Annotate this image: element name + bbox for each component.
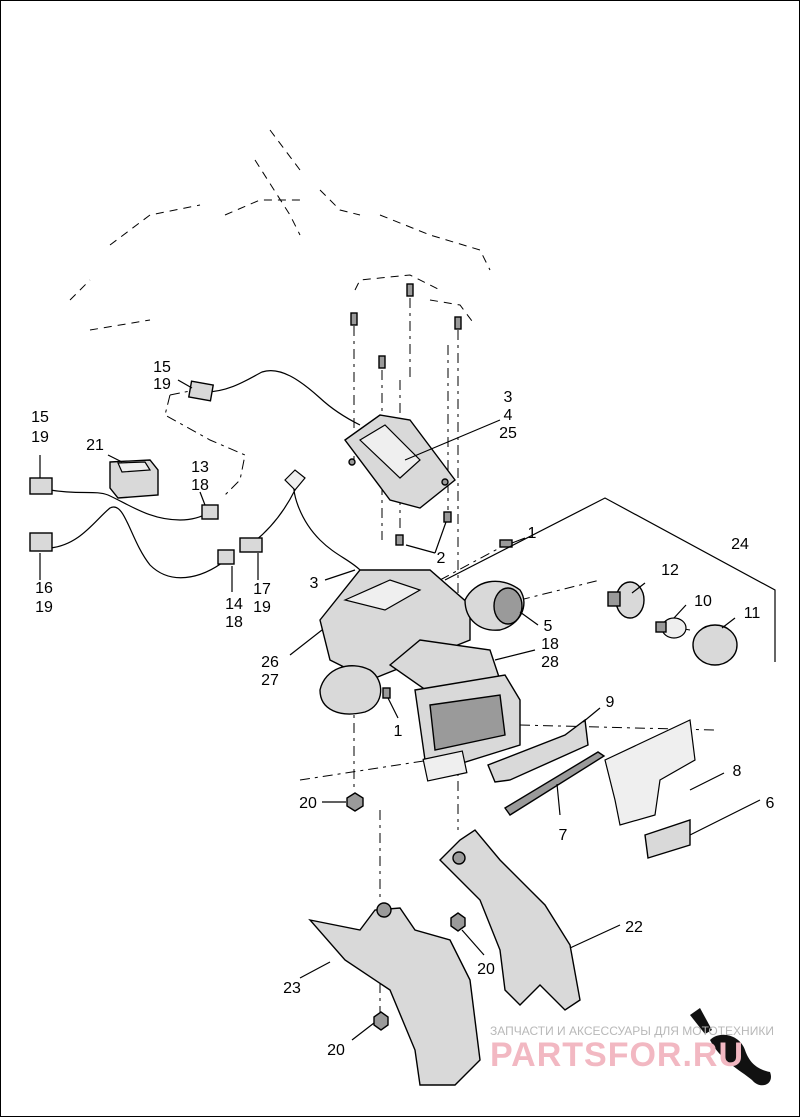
callout-18: 18 bbox=[541, 636, 559, 653]
callout-20: 20 bbox=[327, 1042, 345, 1059]
callout-labels: 15 19 15 19 21 13 18 16 19 14 18 17 19 3… bbox=[31, 359, 774, 1059]
callout-17: 17 bbox=[253, 581, 271, 598]
callout-8: 8 bbox=[733, 763, 742, 780]
watermark-logo-icon bbox=[690, 1008, 771, 1086]
callout-19: 19 bbox=[31, 429, 49, 446]
callout-bracket-24 bbox=[444, 497, 776, 662]
connector-14-18 bbox=[217, 549, 235, 565]
callout-10: 10 bbox=[694, 593, 712, 610]
callout-9: 9 bbox=[606, 694, 615, 711]
callout-5: 5 bbox=[544, 618, 553, 635]
fender-phantom-outline bbox=[69, 129, 491, 331]
callout-16: 16 bbox=[35, 580, 53, 597]
callout-20: 20 bbox=[477, 961, 495, 978]
nut-20-mid bbox=[450, 912, 466, 932]
callout-20: 20 bbox=[299, 795, 317, 812]
callout-19: 19 bbox=[153, 376, 171, 393]
turn-signal-right bbox=[464, 580, 525, 631]
callout-18: 18 bbox=[225, 614, 243, 631]
lamp-socket-12 bbox=[607, 581, 645, 619]
turn-signal-left bbox=[319, 665, 382, 715]
module-21 bbox=[109, 459, 159, 499]
callout-14: 14 bbox=[225, 596, 243, 613]
callout-25: 25 bbox=[499, 425, 517, 442]
callout-24: 24 bbox=[731, 536, 749, 553]
callout-15: 15 bbox=[31, 409, 49, 426]
nut-20-lower bbox=[373, 1011, 389, 1031]
bulb-10 bbox=[655, 617, 687, 639]
callout-13: 13 bbox=[191, 459, 209, 476]
relay-box bbox=[344, 414, 456, 509]
plate-bracket-9 bbox=[487, 718, 589, 783]
screw-1-upper bbox=[499, 539, 513, 548]
callout-19: 19 bbox=[253, 599, 271, 616]
callout-27: 27 bbox=[261, 672, 279, 689]
watermark-tagline: ЗАПЧАСТИ И АКСЕССУАРЫ ДЛЯ МОТОТЕХНИКИ bbox=[490, 1024, 774, 1038]
connector-16-19 bbox=[29, 532, 53, 552]
wiring-harness bbox=[49, 370, 361, 579]
callout-7: 7 bbox=[559, 827, 568, 844]
callout-28: 28 bbox=[541, 654, 559, 671]
connector-13-18 bbox=[201, 504, 219, 520]
nut-20-upper bbox=[346, 792, 364, 812]
callout-15: 15 bbox=[153, 359, 171, 376]
callout-3: 3 bbox=[504, 389, 513, 406]
callout-1: 1 bbox=[394, 723, 403, 740]
license-bracket bbox=[319, 569, 521, 782]
callout-6: 6 bbox=[766, 795, 775, 812]
callout-23: 23 bbox=[283, 980, 301, 997]
pad-6 bbox=[644, 819, 691, 859]
screws-2 bbox=[395, 511, 452, 546]
callout-2: 2 bbox=[437, 550, 446, 567]
callout-4: 4 bbox=[504, 407, 513, 424]
connector-15-19-top bbox=[187, 380, 215, 402]
callout-26: 26 bbox=[261, 654, 279, 671]
cover-23 bbox=[308, 902, 481, 1086]
cover-22 bbox=[439, 829, 581, 1011]
callout-12: 12 bbox=[661, 562, 679, 579]
screw-1-lower bbox=[382, 687, 391, 699]
callout-18: 18 bbox=[191, 477, 209, 494]
watermark-brand: PARTSFOR.RU bbox=[490, 1036, 745, 1074]
callout-21: 21 bbox=[86, 437, 104, 454]
connector-15-19-left bbox=[29, 477, 53, 495]
reflector-7 bbox=[503, 751, 606, 816]
mounting-studs bbox=[350, 283, 462, 369]
lens-11 bbox=[692, 624, 738, 666]
connector-17-19 bbox=[239, 537, 263, 553]
callout-22: 22 bbox=[625, 919, 643, 936]
plate-8 bbox=[604, 719, 696, 826]
callout-1: 1 bbox=[528, 525, 537, 542]
callout-19: 19 bbox=[35, 599, 53, 616]
callout-3: 3 bbox=[310, 575, 319, 592]
callout-11: 11 bbox=[744, 605, 761, 622]
leader-lines bbox=[39, 379, 761, 1041]
